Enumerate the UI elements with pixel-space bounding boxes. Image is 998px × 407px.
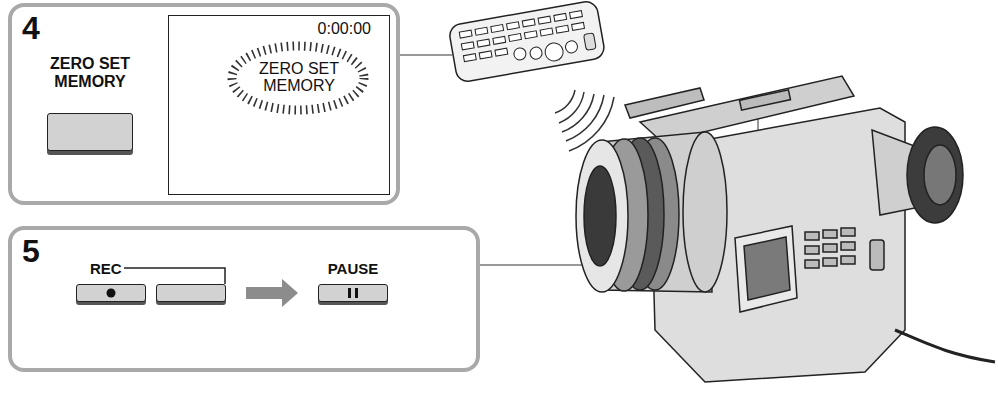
button-label: ZERO SET MEMORY	[40, 55, 140, 91]
counter-display: 0:00:00	[318, 20, 371, 38]
remote-control	[448, 0, 606, 83]
step-number: 4	[22, 11, 40, 45]
step-panel: 4ZERO SET MEMORY0:00:00ZERO SET MEMORY	[8, 3, 400, 205]
screen-indicator: ZERO SET MEMORY	[251, 60, 347, 94]
zero-set-memory-button: ZERO SET MEMORY	[30, 51, 150, 161]
button-label: REC	[90, 260, 122, 277]
flow-arrow	[246, 287, 282, 299]
leader-line	[480, 112, 758, 265]
button-label: PAUSE	[308, 260, 398, 277]
rec-button-pair: REC	[74, 256, 238, 308]
blink-glow	[232, 46, 364, 110]
viewfinder-screen: 0:00:00ZERO SET MEMORY	[168, 15, 390, 195]
pause-button: PAUSE	[308, 256, 398, 308]
button-key	[156, 284, 226, 302]
button-key	[318, 284, 388, 302]
leader-line	[400, 54, 452, 56]
record-symbol	[76, 284, 146, 302]
pause-symbol	[318, 284, 388, 302]
button-key	[47, 113, 133, 151]
camcorder	[576, 76, 995, 382]
signal-waves	[555, 90, 614, 151]
step-number: 5	[22, 234, 40, 268]
step-panel: 5REC PAUSE	[8, 226, 480, 372]
